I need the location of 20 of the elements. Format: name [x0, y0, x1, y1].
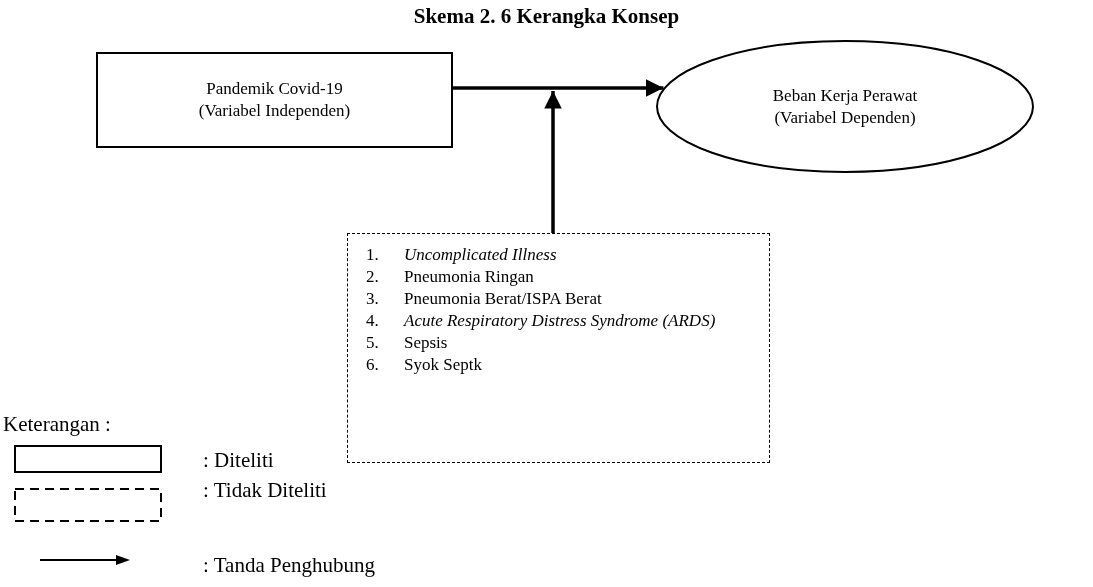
node-text: Beban Kerja Perawat — [772, 84, 918, 107]
legend-text: : Tidak Diteliti — [203, 478, 327, 503]
node-text: (Variabel Dependen) — [774, 106, 916, 129]
list-item: 4. Acute Respiratory Distress Syndrome (ARDS) — [366, 310, 717, 332]
legend-heading: Keterangan : — [3, 412, 111, 437]
arrow — [544, 91, 562, 233]
diagram-title: Skema 2. 6 Kerangka Konsep — [412, 4, 681, 29]
list-item: 1. Uncomplicated Illness — [366, 244, 558, 266]
list-item: 2. Pneumonia Ringan — [366, 266, 535, 288]
ellipse-node — [656, 40, 1034, 173]
legend-text: : Tanda Penghubung — [203, 553, 375, 578]
legend-text: : Diteliti — [203, 448, 274, 473]
node-text: (Variabel Independen) — [198, 100, 351, 122]
list-item: 5. Sepsis — [366, 332, 449, 354]
list-item: 3. Pneumonia Berat/ISPA Berat — [366, 288, 603, 310]
node-text: Pandemik Covid-19 — [206, 78, 343, 100]
dashed-box — [347, 233, 770, 463]
list-item: 6. Syok Septk — [366, 354, 483, 376]
process-box — [96, 52, 453, 148]
arrow — [453, 79, 664, 97]
